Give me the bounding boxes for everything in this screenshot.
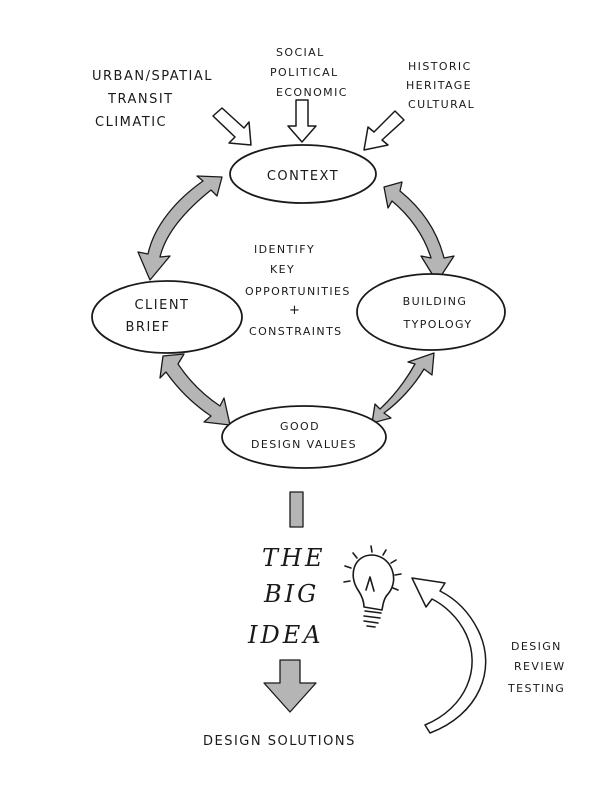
input-historic-line-3: CULTURAL (408, 98, 475, 111)
good-design-values-ellipse (221, 405, 387, 469)
client-brief-line-1: CLIENT (134, 298, 189, 313)
good-design-values-line-2: DESIGN VALUES (251, 438, 357, 451)
context-label: CONTEXT (267, 169, 339, 184)
big-idea-line-2: BIG (263, 580, 319, 608)
client-brief-line-2: BRIEF (126, 320, 171, 335)
lightbulb-icon (343, 545, 402, 628)
feedback-text: DESIGN REVIEW TESTING (507, 640, 566, 695)
input-urban-line-2: TRANSIT (107, 92, 174, 107)
center-identify-text: IDENTIFY KEY OPPORTUNITIES + CONSTRAINTS (245, 243, 351, 338)
good-design-values-line-1: GOOD (280, 420, 320, 433)
arrow-building-typology-good-design (371, 352, 435, 424)
arrow-social-to-context (287, 99, 317, 143)
node-context: CONTEXT (229, 144, 377, 204)
big-idea-line-3: IDEA (247, 621, 324, 649)
input-social-political: SOCIAL POLITICAL ECONOMIC (270, 46, 348, 99)
arrow-historic-to-context (363, 110, 405, 151)
input-social-line-1: SOCIAL (276, 46, 325, 59)
big-idea-text: THE BIG IDEA (247, 544, 325, 649)
arrow-big-idea-to-solutions (263, 659, 317, 713)
input-historic-line-1: HISTORIC (408, 60, 472, 73)
feedback-line-3: TESTING (507, 682, 565, 695)
input-urban-line-1: URBAN/SPATIAL (92, 69, 213, 84)
input-urban-line-3: CLIMATIC (95, 115, 167, 130)
building-typology-line-2: TYPOLOGY (402, 318, 472, 331)
arrow-context-client-brief (137, 175, 223, 281)
feedback-line-2: REVIEW (514, 660, 566, 673)
input-urban-spatial: URBAN/SPATIAL TRANSIT CLIMATIC (92, 69, 213, 130)
context-ellipse (229, 144, 377, 204)
node-good-design-values: GOOD DESIGN VALUES (221, 405, 387, 469)
node-building-typology: BUILDING TYPOLOGY (356, 273, 506, 351)
center-line-1: IDENTIFY (254, 243, 315, 256)
design-solutions-label: DESIGN SOLUTIONS (203, 734, 356, 749)
center-line-4: + (289, 303, 301, 318)
arrow-context-building-typology (383, 181, 455, 283)
big-idea-line-1: THE (262, 544, 325, 572)
node-client-brief: CLIENT BRIEF (91, 280, 243, 354)
input-historic-heritage: HISTORIC HERITAGE CULTURAL (406, 60, 475, 111)
center-line-5: CONSTRAINTS (249, 325, 343, 338)
arrow-client-brief-good-design (159, 353, 231, 426)
input-historic-line-2: HERITAGE (406, 79, 472, 92)
center-line-2: KEY (270, 263, 295, 276)
center-line-3: OPPORTUNITIES (245, 285, 351, 298)
input-social-line-3: ECONOMIC (276, 86, 348, 99)
building-typology-line-1: BUILDING (403, 295, 468, 308)
input-social-line-2: POLITICAL (270, 66, 339, 79)
client-brief-ellipse (91, 280, 243, 354)
feedback-loop-arrow (411, 577, 487, 734)
building-typology-ellipse (356, 273, 506, 351)
connector-good-design-to-big-idea (289, 491, 304, 528)
feedback-line-1: DESIGN (511, 640, 562, 653)
arrow-urban-to-context (212, 107, 252, 146)
